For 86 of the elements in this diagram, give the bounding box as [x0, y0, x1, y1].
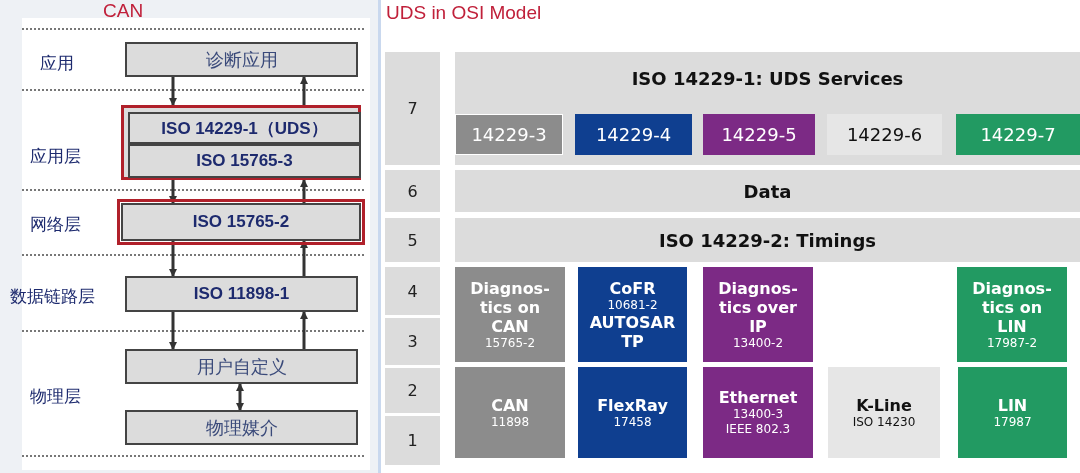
protocol-box: [703, 367, 813, 458]
protocol-name: Ethernet: [718, 388, 798, 407]
protocol-name: Diagnos- tics on LIN: [971, 278, 1053, 336]
panel-title: CAN: [103, 0, 144, 22]
band-title: ISO 14229-2: Timings: [658, 229, 877, 251]
layer-number: 1: [407, 431, 418, 450]
protocol-name: 14229-6: [846, 124, 923, 145]
protocol-name: LIN: [997, 395, 1028, 415]
band-title: ISO 14229-1: UDS Services: [631, 68, 904, 89]
protocol-name: 14229-5: [721, 124, 797, 145]
service-box: [703, 114, 815, 155]
standard-number: 17987-2: [986, 335, 1038, 351]
layer-box: [125, 349, 358, 384]
service-box: [956, 114, 1080, 155]
layer-number-cell: [385, 218, 440, 262]
layer-number: 6: [407, 181, 418, 201]
protocol-box: [578, 267, 687, 362]
highlight-frame: [121, 105, 361, 180]
layer-box: [125, 42, 358, 77]
layer-label: 应用: [40, 52, 74, 75]
layer-label: 应用层: [30, 145, 81, 168]
box-label: 用户自定义: [196, 355, 287, 379]
protocol-name: 14229-4: [595, 124, 672, 145]
standard-number: IEEE 802.3: [725, 422, 791, 437]
box-label: ISO 11898-1: [193, 284, 290, 304]
layer-number-cell: [385, 267, 440, 315]
arrow: [169, 312, 177, 350]
protocol-name: 14229-3: [471, 124, 547, 145]
protocol-name: FlexRay: [597, 395, 668, 415]
layer-number-cell: [385, 368, 440, 413]
service-box: [575, 114, 692, 155]
protocol-name: AUTOSAR TP: [588, 312, 677, 351]
layer-box: [125, 276, 358, 312]
box-label: ISO 14229-1（UDS）: [161, 117, 328, 140]
protocol-name: Diagnos- tics over IP: [717, 278, 799, 336]
box-label: ISO 15765-2: [192, 212, 290, 232]
protocol-box: [455, 367, 565, 458]
standard-number: 15765-2: [484, 335, 536, 351]
band-title: Data: [743, 180, 792, 202]
protocol-box: [958, 367, 1067, 458]
standard-number: ISO 14230: [852, 414, 916, 430]
standard-number: 10681-2: [607, 297, 658, 313]
box-label: 诊断应用: [205, 48, 278, 72]
layer-label: 物理层: [30, 385, 81, 408]
layer-number-cell: [385, 52, 440, 165]
standard-number: 13400-3: [732, 407, 784, 422]
protocol-band: [455, 170, 1080, 212]
layer-number: 3: [407, 332, 418, 351]
protocol-name: Diagnos- tics on CAN: [469, 278, 551, 336]
layer-box: [125, 410, 358, 445]
protocol-band: [455, 218, 1080, 262]
service-box: [455, 114, 563, 155]
standard-number: 11898: [490, 414, 530, 430]
protocol-box: [957, 267, 1067, 362]
protocol-box: [455, 267, 565, 362]
standard-number: 13400-2: [732, 335, 784, 351]
protocol-box: [828, 367, 940, 458]
layer-number: 2: [407, 381, 418, 400]
layer-box: [128, 144, 361, 178]
layer-number-cell: [385, 318, 440, 365]
layer-label: 数据链路层: [10, 285, 95, 308]
arrow: [300, 76, 308, 105]
protocol-box: [578, 367, 687, 458]
layer-number: 4: [407, 281, 418, 301]
layer-number-cell: [385, 416, 440, 465]
standard-number: 17987: [993, 414, 1032, 430]
layer-number-cell: [385, 170, 440, 212]
protocol-name: CoFR: [609, 278, 656, 298]
arrow: [169, 77, 177, 106]
arrow: [169, 180, 177, 204]
layer-number: 7: [407, 99, 418, 118]
layer-label: 网络层: [30, 213, 81, 236]
layer-box: [128, 112, 361, 144]
panel-title: UDS in OSI Model: [386, 2, 542, 24]
arrow: [300, 311, 308, 349]
box-label: ISO 15765-3: [196, 151, 293, 171]
protocol-name: K-Line: [856, 395, 912, 415]
protocol-name: CAN: [491, 395, 529, 415]
layer-number: 5: [407, 230, 418, 250]
arrow: [236, 383, 244, 411]
protocol-name: 14229-7: [980, 124, 1056, 145]
protocol-box: [703, 267, 813, 362]
standard-number: 17458: [613, 414, 652, 430]
arrow: [300, 179, 308, 203]
box-label: 物理媒介: [205, 416, 278, 440]
protocol-band: [455, 52, 1080, 165]
